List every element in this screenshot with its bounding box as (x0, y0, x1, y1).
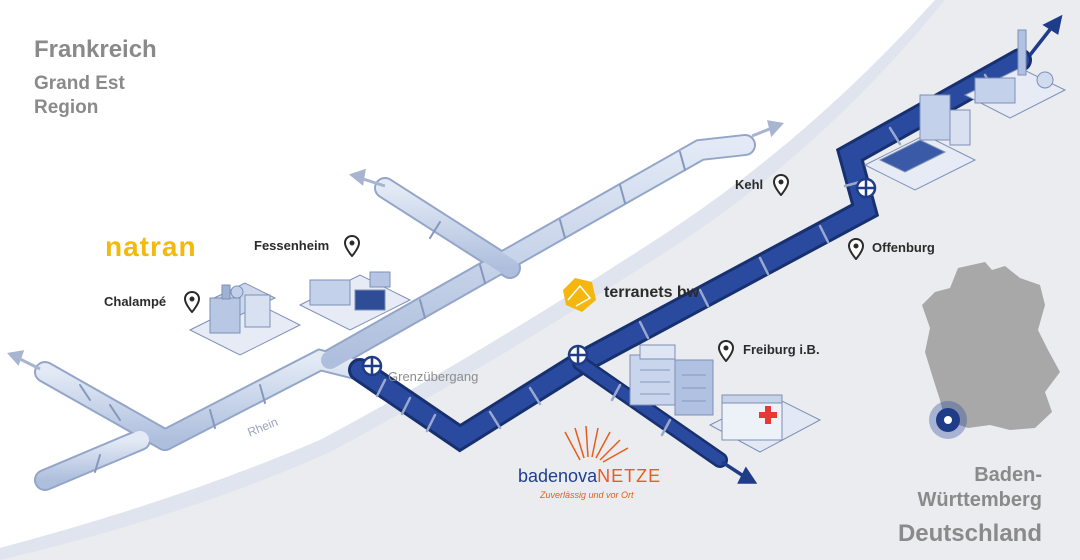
map-pin-icon (848, 238, 864, 260)
valve-icon (855, 177, 877, 199)
factory-icon (963, 29, 1067, 119)
factory-icon (188, 282, 302, 356)
map-pin-icon (718, 340, 734, 362)
badenova-logo-part-2: NETZE (597, 466, 662, 486)
border-crossing-label: Grenzübergang (388, 369, 479, 384)
map-pin-icon (184, 291, 200, 313)
france-label: Frankreich (34, 36, 157, 63)
location-marker-icon (929, 401, 967, 439)
terranets-logo-icon (563, 278, 596, 312)
bw-label-2: Württemberg (917, 489, 1042, 511)
factory-icon (629, 344, 714, 416)
terranets-logo: terranets bw (604, 284, 700, 301)
valve-icon (567, 344, 589, 366)
badenova-tagline: Zuverlässig und vor Ort (540, 490, 634, 500)
badenova-logo-part-1: badenova (518, 466, 598, 486)
dark-arrows (721, 14, 1063, 484)
germany-label: Deutschland (897, 520, 1042, 547)
map-pin-icon (773, 174, 789, 196)
germany-minimap (922, 262, 1060, 430)
grand-est-label: Grand Est (34, 73, 125, 94)
cross-icon (759, 406, 777, 424)
bw-label-1: Baden- (974, 464, 1042, 486)
badenova-logo-icon (564, 425, 629, 463)
natran-logo: natran (105, 231, 197, 262)
city-kehl: Kehl (735, 177, 764, 192)
city-offenburg: Offenburg (872, 240, 935, 255)
valve-icon (361, 355, 383, 377)
natran-pipeline (34, 134, 756, 491)
map-pin-icon (344, 235, 360, 257)
hospital-icon (708, 394, 822, 453)
factory-icon (298, 271, 412, 331)
badenova-logo: badenovaNETZE (518, 466, 661, 487)
city-freiburg: Freiburg i.B. (743, 342, 820, 357)
city-chalampe: Chalampé (104, 294, 167, 309)
city-fessenheim: Fessenheim (254, 238, 330, 253)
region-label: Region (34, 97, 99, 118)
export-arrows (7, 120, 784, 371)
factory-icon (863, 94, 977, 191)
terranets-pipeline (348, 48, 1032, 468)
